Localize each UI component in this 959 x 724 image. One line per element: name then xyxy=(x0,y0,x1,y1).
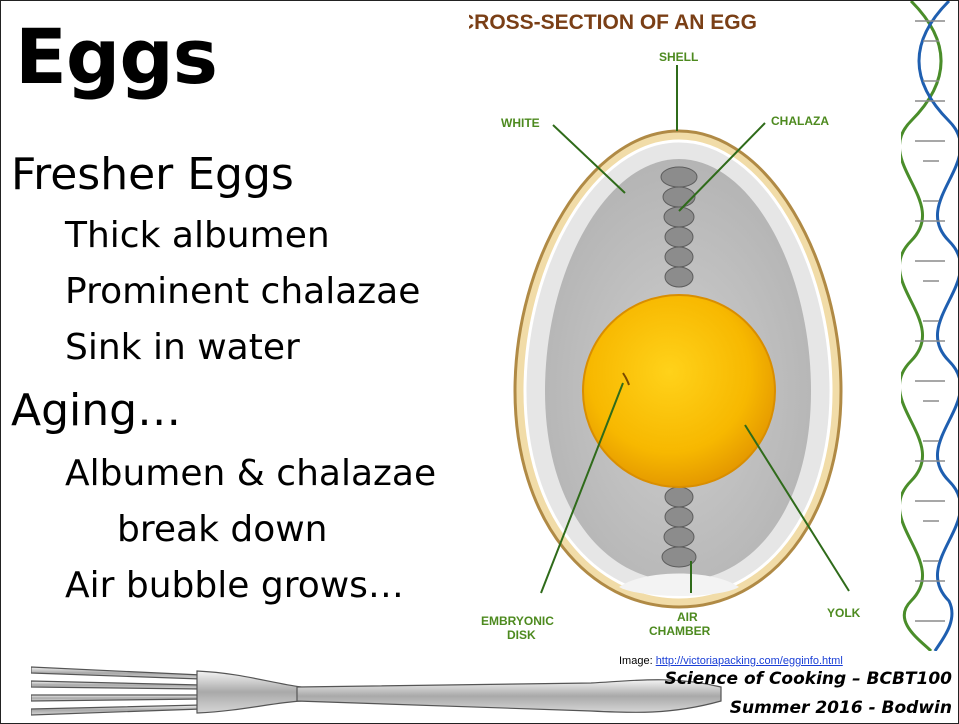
bullet-albumen-chalazae: Albumen & chalazae xyxy=(65,453,436,494)
image-credit: Image: http://victoriapacking.com/egginf… xyxy=(619,655,843,667)
bullet-thick-albumen: Thick albumen xyxy=(65,215,330,256)
bullet-prominent-chalazae: Prominent chalazae xyxy=(65,271,420,312)
credit-prefix: Image: xyxy=(619,655,656,667)
bullet-aging: Aging… xyxy=(11,385,181,436)
bullet-air-bubble: Air bubble grows… xyxy=(65,565,404,606)
label-chamber: CHAMBER xyxy=(649,624,711,638)
slide-title: Eggs xyxy=(15,19,217,95)
bullet-fresher-eggs: Fresher Eggs xyxy=(11,149,294,200)
egg-yolk xyxy=(583,295,775,487)
bullet-break-down: break down xyxy=(117,509,328,550)
label-white: WHITE xyxy=(501,116,540,130)
label-yolk: YOLK xyxy=(827,606,861,620)
egg-cross-section-diagram: CROSS-SECTION OF AN EGG xyxy=(469,1,909,651)
diagram-title: CROSS-SECTION OF AN EGG xyxy=(469,11,757,34)
label-air: AIR xyxy=(677,610,698,624)
label-embryonic: EMBRYONIC xyxy=(481,614,554,628)
footer-course: Science of Cooking – BCBT100 xyxy=(665,669,952,689)
label-chalaza: CHALAZA xyxy=(771,114,829,128)
label-disk: DISK xyxy=(507,628,536,642)
bullet-sink-in-water: Sink in water xyxy=(65,327,300,368)
dna-helix-decoration xyxy=(901,1,959,651)
label-shell: SHELL xyxy=(659,50,698,64)
credit-link[interactable]: http://victoriapacking.com/egginfo.html xyxy=(656,655,843,667)
footer-term: Summer 2016 - Bodwin xyxy=(730,698,952,718)
